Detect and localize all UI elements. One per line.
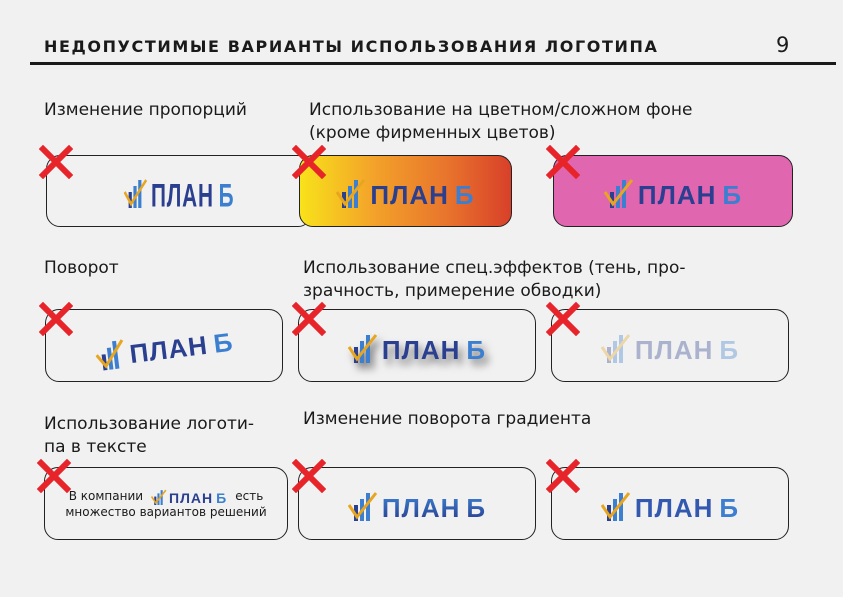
page-title: НЕДОПУСТИМЫЕ ВАРИАНТЫ ИСПОЛЬЗОВАНИЯ ЛОГО… [44, 37, 659, 56]
label-in-text-2: па в тексте [44, 437, 147, 457]
page-number: 9 [776, 33, 790, 57]
label-proportions: Изменение пропорций [44, 100, 247, 120]
label-effects-2: зрачность, примерение обводки) [303, 281, 602, 301]
cross-icon [39, 145, 73, 179]
label-rotation: Поворот [44, 258, 119, 278]
logo: ПЛАНБ [93, 320, 235, 371]
logo-chart-icon [123, 179, 148, 208]
cross-icon [546, 459, 580, 493]
logo-chart-icon [95, 338, 124, 371]
logo-chart-icon [347, 333, 378, 363]
example-rotated: ПЛАНБ [45, 309, 283, 382]
label-in-text-1: Использование логоти- [44, 414, 255, 434]
cross-icon [39, 302, 73, 336]
cross-icon [546, 145, 580, 179]
label-background-2: (кроме фирменных цветов) [309, 123, 556, 143]
cross-icon [292, 459, 326, 493]
cross-icon [546, 302, 580, 336]
logo-chart-icon [603, 179, 634, 208]
label-effects-1: Использование спец.эффектов (тень, про- [303, 258, 686, 278]
cross-icon [292, 145, 326, 179]
logo-chart-icon [336, 179, 366, 208]
header-divider [30, 62, 836, 65]
label-background-1: Использование на цветном/сложном фоне [309, 100, 693, 120]
logo-chart-icon [151, 489, 167, 505]
label-gradient: Изменение поворота градиента [303, 409, 592, 429]
logo-chart-icon [347, 491, 378, 521]
cross-icon [292, 302, 326, 336]
logo-chart-icon [600, 333, 631, 363]
logo-chart-icon [600, 491, 631, 521]
cross-icon [37, 459, 71, 493]
